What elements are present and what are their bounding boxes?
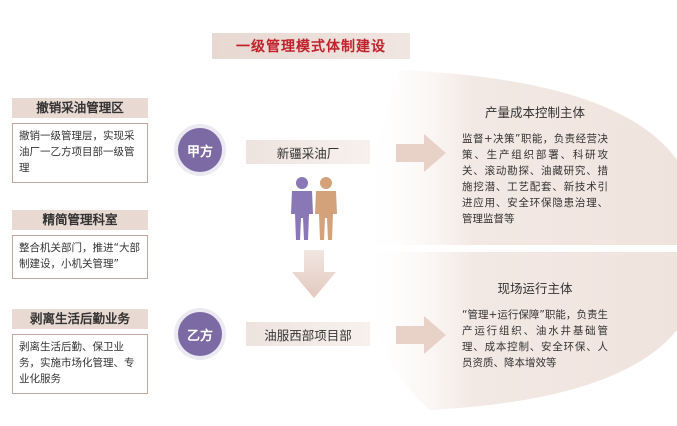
- left-card-heading: 剥离生活后勤业务: [12, 309, 148, 329]
- arrow-right-icon: [396, 134, 446, 172]
- right-block-title: 产量成本控制主体: [484, 105, 585, 120]
- left-card-heading: 精简管理科室: [12, 210, 148, 230]
- badge-jiafang: 甲方: [178, 128, 222, 172]
- right-block-2: 现场运行主体 “管理+运行保障”职能，负责生产运行组织、油水井基础管理、成本控制…: [462, 278, 608, 371]
- unit-box-jiafang: 新疆采油厂: [246, 140, 370, 164]
- left-card-3: 剥离生活后勤业务 剥离生活后勤、保卫业务，实施市场化管理、专业化服务: [12, 309, 148, 394]
- right-block-body: “管理+运行保障”职能，负责生产运行组织、油水井基础管理、成本控制、安全环保、人…: [462, 309, 608, 369]
- arrow-right-icon: [396, 316, 446, 354]
- left-card-body: 撤销一级管理层，实现采油厂一乙方项目部一级管理: [12, 123, 148, 183]
- left-card-body: 整合机关部门，推进“大部制建设，小机关管理”: [12, 235, 148, 279]
- right-block-1: 产量成本控制主体 监督+决策”职能，负责经营决策、生产组织部署、科研攻关、滚动勘…: [462, 102, 608, 227]
- left-card-2: 精简管理科室 整合机关部门，推进“大部制建设，小机关管理”: [12, 210, 148, 279]
- left-card-heading: 撤销采油管理区: [12, 98, 148, 118]
- right-block-body: 监督+决策”职能，负责经营决策、生产组织部署、科研攻关、滚动勘探、油藏研究、措施…: [462, 133, 608, 225]
- left-card-1: 撤销采油管理区 撤销一级管理层，实现采油厂一乙方项目部一级管理: [12, 98, 148, 183]
- diagram-title: 一级管理模式体制建设: [212, 33, 410, 59]
- right-block-title: 现场运行主体: [497, 281, 573, 296]
- badge-yifang: 乙方: [178, 312, 222, 356]
- arrow-down-icon: [292, 250, 336, 298]
- left-card-body: 剥离生活后勤、保卫业务，实施市场化管理、专业化服务: [12, 334, 148, 394]
- unit-box-yifang: 油服西部项目部: [246, 322, 370, 346]
- people-icon: [291, 177, 337, 240]
